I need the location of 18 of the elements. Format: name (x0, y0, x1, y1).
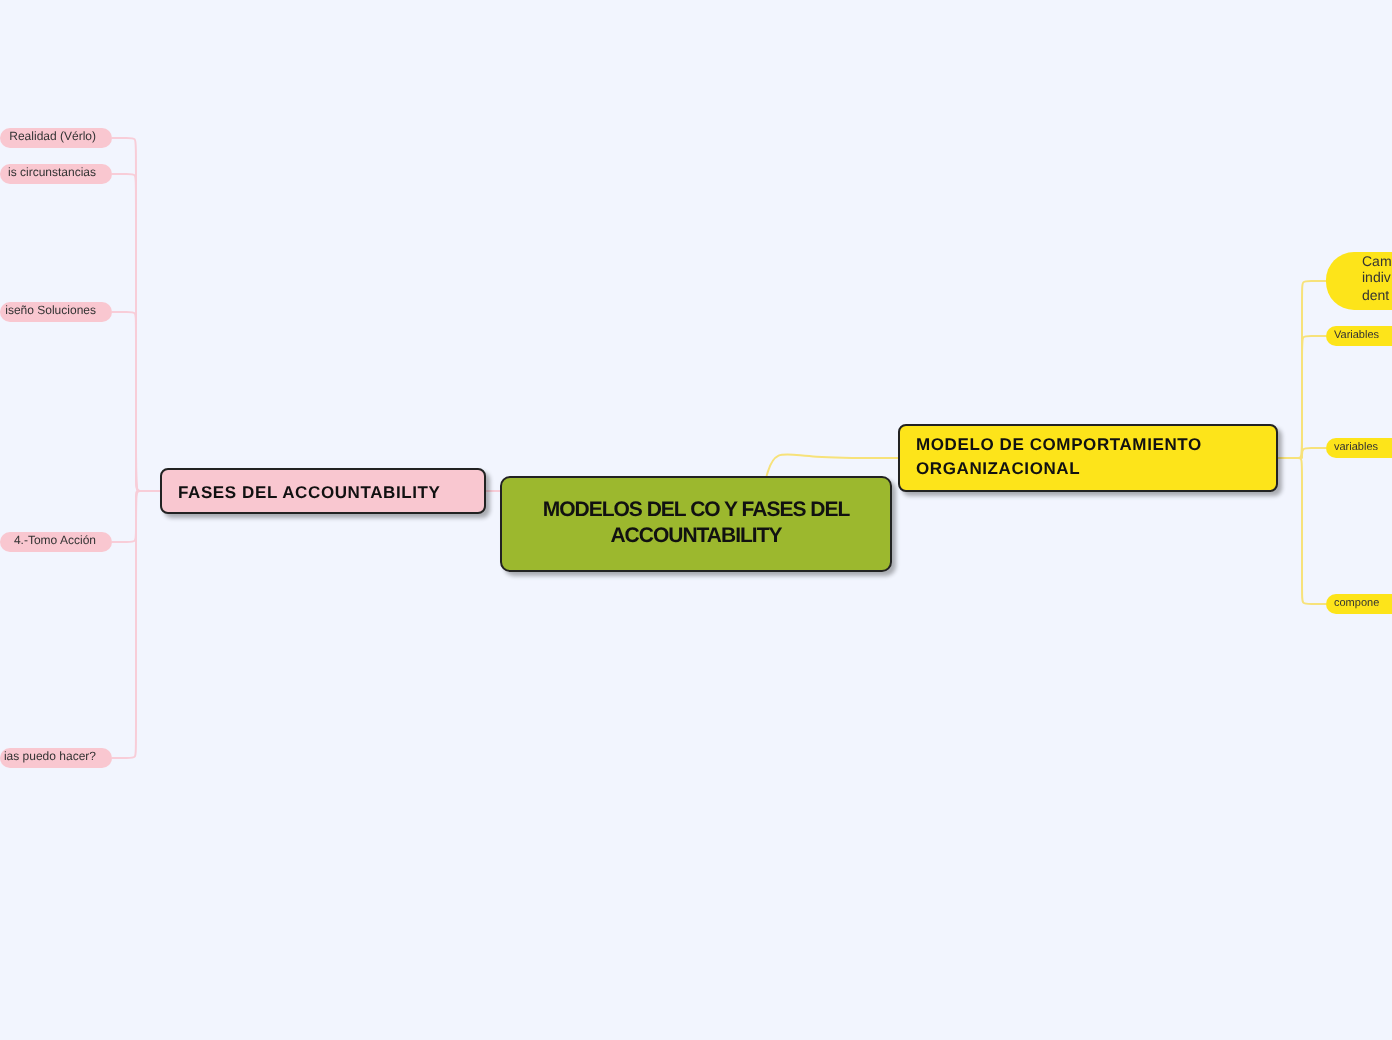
subtopic-pill (0, 748, 112, 768)
central-topic-box (500, 476, 892, 572)
connector-line (485, 490, 501, 492)
topic-text: FASES DEL ACCOUNTABILITY (178, 481, 441, 501)
topic-box (898, 424, 1278, 492)
subtopic-pill (1326, 326, 1392, 346)
subtopic-pill (0, 128, 112, 148)
topic-text: MODELO DE COMPORTAMIENTO ORGANIZACIONAL (916, 434, 1204, 482)
subtopic-pill (1326, 594, 1392, 614)
subtopic-pill (0, 164, 112, 184)
topic-box (160, 468, 486, 514)
topic-text: MODELOS DEL CO Y FASES DEL ACCOUNTABILITY (540, 497, 852, 551)
subtopic-pill (0, 532, 112, 552)
subtopic-pill (1326, 438, 1392, 458)
connector-line (111, 490, 161, 759)
connector-line (765, 453, 899, 477)
subtopic-pill (1326, 252, 1392, 310)
subtopic-pill (0, 302, 112, 322)
